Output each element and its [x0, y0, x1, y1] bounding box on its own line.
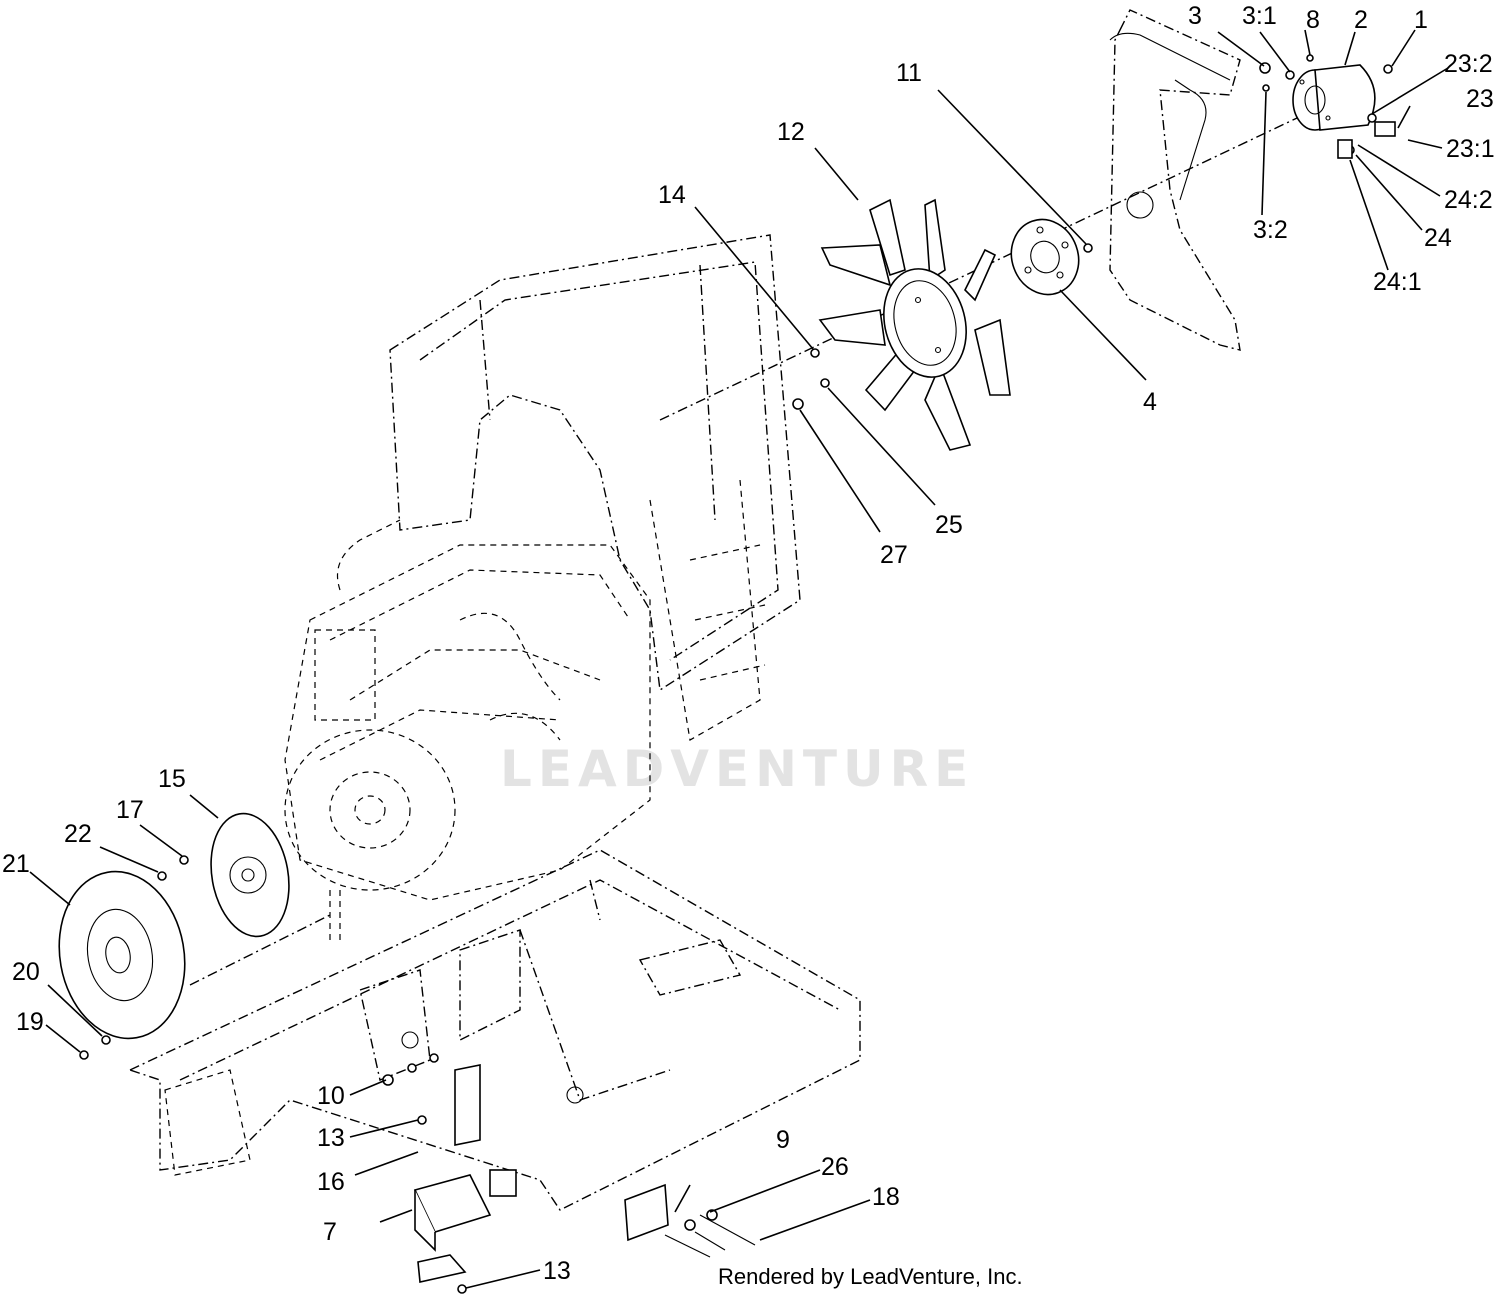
assembly-axis-lines: [189, 99, 1336, 986]
watermark-text: LEADVENTURE: [500, 740, 974, 798]
callout-26: 26: [821, 1153, 849, 1181]
hydraulic-motor: [1292, 64, 1376, 131]
callout-24: 24: [1424, 224, 1452, 252]
callout-12: 12: [777, 118, 805, 146]
callout-4: 4: [1143, 388, 1157, 416]
callout-27: 27: [880, 541, 908, 569]
callout-13-upper: 13: [317, 1124, 345, 1152]
callout-23-2: 23:2: [1444, 50, 1493, 78]
callout-15: 15: [158, 765, 186, 793]
valve-manifold: [413, 1064, 517, 1283]
callout-24-2: 24:2: [1444, 186, 1493, 214]
radiator-frame: [389, 234, 801, 741]
chassis-frame: [128, 849, 861, 1211]
callout-10: 10: [317, 1082, 345, 1110]
render-credit: Rendered by LeadVenture, Inc.: [718, 1264, 1023, 1289]
callout-25: 25: [935, 511, 963, 539]
callout-19: 19: [16, 1008, 44, 1036]
fan-mount-bracket: [1109, 9, 1241, 351]
leader-lines: [29, 29, 1449, 1289]
callout-20: 20: [12, 958, 40, 986]
callout-8: 8: [1306, 6, 1320, 34]
callout-23: 23: [1466, 85, 1494, 113]
callout-22: 22: [64, 820, 92, 848]
flywheel-plate: [58, 870, 186, 1040]
callout-1: 1: [1414, 6, 1428, 34]
callout-3-2: 3:2: [1253, 216, 1288, 244]
callout-3-1: 3:1: [1242, 2, 1277, 30]
engine-assembly: [284, 519, 651, 940]
callout-16: 16: [317, 1168, 345, 1196]
fan-hub-adapter: [1010, 218, 1080, 296]
callout-3: 3: [1188, 2, 1202, 30]
hardware-fasteners: [79, 54, 1396, 1294]
callout-9: 9: [776, 1126, 790, 1154]
callout-14: 14: [658, 181, 686, 209]
cooling-fan: [818, 198, 1011, 451]
callout-11: 11: [896, 59, 922, 87]
callout-7: 7: [323, 1218, 337, 1246]
callout-24-1: 24:1: [1373, 268, 1422, 296]
callout-18: 18: [872, 1183, 900, 1211]
flex-coupling: [210, 812, 290, 938]
callout-17: 17: [116, 796, 144, 824]
callout-23-1: 23:1: [1446, 135, 1495, 163]
callout-21: 21: [2, 850, 30, 878]
callout-13-lower: 13: [543, 1257, 571, 1285]
callout-2: 2: [1354, 6, 1368, 34]
